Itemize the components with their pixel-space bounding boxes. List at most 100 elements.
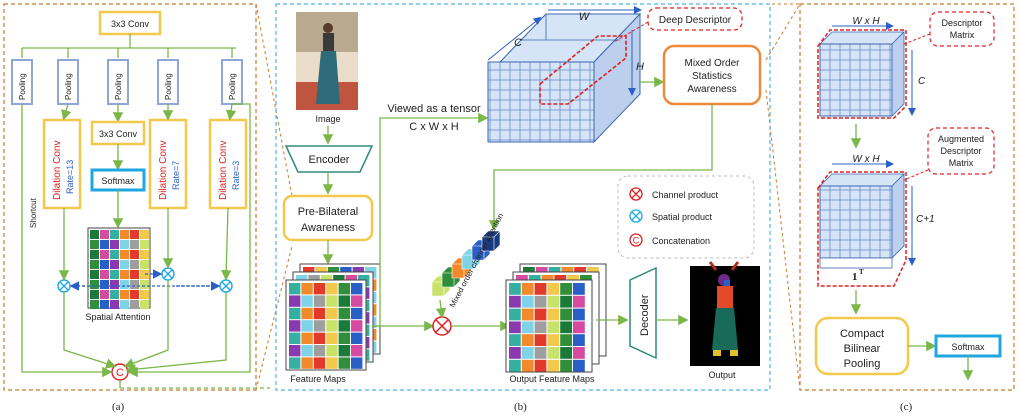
- output-parsing-image: [690, 261, 760, 366]
- grid-cell: [509, 308, 521, 321]
- feature-maps-label: Feature Maps: [290, 374, 346, 384]
- grid-cell: [547, 321, 560, 334]
- grid-cell: [130, 250, 139, 259]
- grid-cell: [110, 290, 119, 299]
- dilation-label: Dilation Conv: [218, 141, 229, 200]
- augmented-line3: Matrix: [949, 158, 974, 168]
- encoder-block: [284, 145, 374, 173]
- grid-cell: [573, 321, 585, 334]
- softmax-label-a: Softmax: [101, 176, 135, 186]
- grid-cell: [140, 270, 149, 279]
- shortcut-label: Shortcut: [29, 197, 38, 228]
- channel-attention-vector: [431, 230, 501, 297]
- panel-b: Image Encoder Pre-Bilateral Awareness Fe…: [275, 3, 771, 413]
- grid-cell: [301, 307, 313, 320]
- grid-cell: [301, 283, 313, 295]
- grid-cell: [313, 283, 326, 295]
- grid-cell: [534, 321, 547, 334]
- grid-cell: [560, 334, 572, 346]
- grid-cell: [110, 280, 119, 289]
- grid-cell: [90, 250, 99, 259]
- grid-cell: [289, 345, 301, 357]
- grid-cell: [120, 240, 129, 249]
- grid-cell: [521, 321, 534, 334]
- top-conv-label: 3x3 Conv: [111, 19, 150, 29]
- grid-cell: [110, 230, 119, 239]
- descriptor-matrix-cube: [817, 29, 907, 119]
- concat-icon: C: [111, 363, 129, 381]
- grid-cell: [509, 359, 521, 372]
- grid-cell: [313, 332, 326, 344]
- dilation-conv-13: [42, 118, 82, 210]
- grid-cell: [140, 300, 149, 309]
- mixed-order-line1: Mixed Order: [684, 58, 740, 69]
- grid-cell: [289, 332, 301, 344]
- mixed-order-line3: Awareness: [687, 84, 736, 95]
- grid-cell: [120, 260, 129, 269]
- augmented-callout: [927, 127, 995, 175]
- grid-cell: [521, 283, 534, 295]
- grid-cell: [120, 290, 129, 299]
- augmented-matrix-cube: [817, 171, 907, 287]
- rate-7: Rate=7: [171, 161, 181, 190]
- grid-cell: [573, 283, 585, 295]
- grid-cell: [313, 345, 326, 357]
- grid-cell: [130, 300, 139, 309]
- rate-13: Rate=13: [65, 160, 75, 194]
- grid-cell: [338, 357, 350, 369]
- caption-b: (b): [514, 401, 527, 413]
- grid-cell: [110, 300, 119, 309]
- panel-c-border: [799, 3, 1015, 391]
- grid-cell: [90, 240, 99, 249]
- spatial-product-icon: [161, 267, 175, 281]
- descriptor-matrix-line1: Descriptor: [941, 18, 982, 28]
- grid-cell: [289, 295, 301, 307]
- concat-symbol: C: [116, 367, 124, 379]
- grid-cell: [130, 290, 139, 299]
- pre-bilateral-line1: Pre-Bilateral: [298, 206, 359, 218]
- grid-cell: [560, 308, 572, 321]
- grid-cell: [338, 307, 350, 320]
- pooling-label: Pooling: [18, 73, 27, 100]
- grid-cell: [100, 240, 109, 249]
- channel-product-icon: [432, 316, 452, 336]
- grid-cell: [573, 334, 585, 346]
- legend-concatenation: Concatenation: [652, 236, 710, 246]
- viewed-as-line1: Viewed as a tensor: [387, 103, 481, 115]
- grid-cell: [560, 321, 572, 334]
- legend-channel-product: Channel product: [652, 190, 719, 200]
- grid-cell: [509, 283, 521, 295]
- grid-cell: [573, 347, 585, 359]
- grid-cell: [100, 270, 109, 279]
- augmented-line2: Descriptor: [940, 146, 981, 156]
- grid-cell: [301, 357, 313, 369]
- grid-cell: [521, 295, 534, 308]
- decoder-label: Decoder: [639, 294, 651, 336]
- grid-cell: [110, 240, 119, 249]
- grid-cell: [534, 334, 547, 346]
- grid-cell: [140, 290, 149, 299]
- grid-cell: [301, 345, 313, 357]
- grid-cell: [100, 300, 109, 309]
- deep-descriptor-label: Deep Descriptor: [659, 15, 732, 26]
- softmax-label-c: Softmax: [951, 342, 985, 352]
- grid-cell: [351, 320, 363, 332]
- grid-cell: [573, 308, 585, 321]
- grid-cell: [521, 347, 534, 359]
- grid-cell: [301, 295, 313, 307]
- grid-cell: [573, 295, 585, 308]
- encoder-label: Encoder: [309, 154, 350, 166]
- dim-wh-bottom: W x H: [852, 154, 880, 165]
- panel-a: 3x3 Conv Pooling Pooling Pooling Pooling…: [3, 3, 270, 413]
- grid-cell: [120, 300, 129, 309]
- grid-cell: [110, 250, 119, 259]
- grid-cell: [534, 283, 547, 295]
- grid-cell: [289, 357, 301, 369]
- grid-cell: [110, 270, 119, 279]
- dim-wh-top: W x H: [852, 16, 880, 27]
- grid-cell: [301, 332, 313, 344]
- grid-cell: [326, 283, 338, 295]
- compact-line2: Bilinear: [844, 343, 881, 355]
- grid-cell: [140, 260, 149, 269]
- output-label: Output: [708, 370, 736, 380]
